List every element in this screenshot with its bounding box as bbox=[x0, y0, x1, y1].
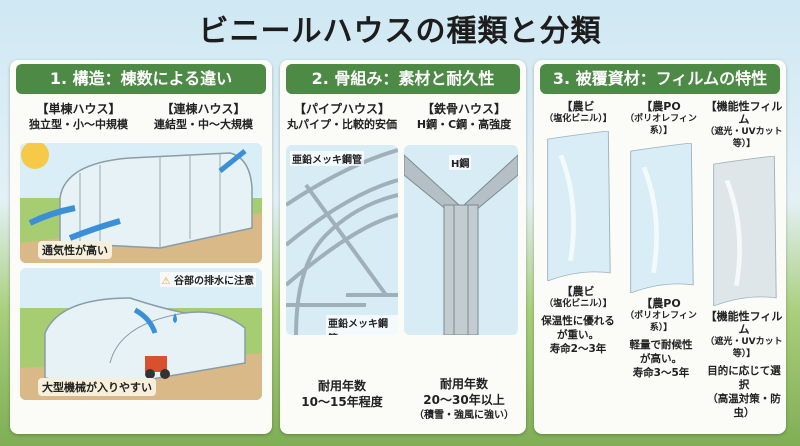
film-label-bottom: 【農ビ （塩化ビニル）】 bbox=[544, 285, 612, 310]
warning-triangle-icon: ⚠ bbox=[161, 276, 171, 287]
film-label: 【農PO （ポリオレフィン系）】 bbox=[620, 100, 702, 137]
single-house-name: 【単棟ハウス】 bbox=[36, 102, 121, 116]
pipe-house-desc: 丸パイプ・比較的安価 bbox=[287, 118, 397, 131]
panel-header: 3. 被覆資材：フィルムの特性 bbox=[540, 64, 780, 94]
lifespan-value: 10〜15年程度 bbox=[301, 395, 383, 409]
drainage-warning: ⚠ 谷部の排水に注意 bbox=[159, 272, 256, 287]
pipe-house-label: 【パイプハウス】 丸パイプ・比較的安価 bbox=[282, 102, 402, 132]
single-house-label: 【単棟ハウス】 独立型・小〜中規模 bbox=[16, 102, 141, 132]
film-name: 【機能性フィルム bbox=[705, 100, 783, 126]
pipe-frame-illustration: 亜鉛メッキ鋼管 亜鉛メッキ鋼管 bbox=[286, 145, 398, 335]
film-description: 軽量で耐候性が高い。寿命3〜5年 bbox=[630, 338, 693, 380]
steel-frame-illustration: H鋼 bbox=[404, 145, 518, 335]
film-description: 目的に応じて選択（高温対策・防虫） bbox=[703, 364, 785, 420]
page-title: ビニールハウスの種類と分類 bbox=[198, 14, 602, 49]
film-sheet-illustration bbox=[713, 156, 777, 306]
panel-header: 2. 骨組み：素材と耐久性 bbox=[286, 64, 520, 94]
steel-lifespan: 耐用年数 20〜30年以上 （積雪・強風に強い） bbox=[404, 376, 524, 424]
film-name: 【農PO bbox=[641, 100, 681, 113]
film-desc-line: 寿命2〜3年 bbox=[549, 343, 607, 355]
film-label: 【機能性フィルム （遮光・UVカット等）】 bbox=[703, 100, 785, 150]
panel-structure: 1. 構造：棟数による違い 【単棟ハウス】 独立型・小〜中規模 【連棟ハウス】 … bbox=[10, 60, 272, 434]
film-sheet-illustration bbox=[547, 131, 611, 281]
panel-header: 1. 構造：棟数による違い bbox=[16, 64, 266, 94]
pipe-label-top: 亜鉛メッキ鋼管 bbox=[290, 151, 364, 166]
lifespan-value: 20〜30年以上 bbox=[423, 393, 505, 407]
single-house-desc: 独立型・小〜中規模 bbox=[29, 118, 128, 131]
pipe-lifespan: 耐用年数 10〜15年程度 bbox=[282, 378, 402, 410]
panel-frame: 2. 骨組み：素材と耐久性 【パイプハウス】 丸パイプ・比較的安価 【鉄骨ハウス… bbox=[280, 60, 526, 434]
panel-covering: 3. 被覆資材：フィルムの特性 【農ビ （塩化ビニル）】 【農ビ （塩化ビニル）… bbox=[534, 60, 786, 434]
film-sub: （ポリオレフィン系）】 bbox=[625, 311, 697, 333]
film-name: 【農ビ bbox=[561, 100, 595, 113]
lifespan-title: 耐用年数 bbox=[317, 379, 366, 393]
single-house-caption: 通気性が高い bbox=[38, 241, 112, 259]
steel-house-name: 【鉄骨ハウス】 bbox=[421, 102, 506, 116]
multi-house-desc: 連結型・中〜大規模 bbox=[154, 118, 253, 131]
pipe-label-bottom: 亜鉛メッキ鋼管 bbox=[326, 315, 398, 335]
film-name: 【農ビ bbox=[561, 285, 595, 298]
film-desc-line: が高い。 bbox=[640, 353, 682, 365]
film-sub: （塩化ビニル）】 bbox=[544, 114, 612, 124]
film-label-bottom: 【農PO （ポリオレフィン系）】 bbox=[620, 297, 702, 334]
multi-house-label: 【連棟ハウス】 連結型・中〜大規模 bbox=[141, 102, 266, 132]
film-sheet-illustration bbox=[630, 143, 694, 293]
film-desc-line: （高温対策・防虫） bbox=[707, 393, 781, 419]
film-desc-line: 寿命3〜5年 bbox=[632, 367, 690, 379]
film-desc-line: 目的に応じて選択 bbox=[707, 365, 781, 391]
film-desc-line: 保温性に優れる bbox=[541, 315, 615, 327]
lifespan-title: 耐用年数 bbox=[439, 377, 488, 391]
steel-house-label: 【鉄骨ハウス】 H鋼・C鋼・高強度 bbox=[404, 102, 524, 132]
steel-house-desc: H鋼・C鋼・高強度 bbox=[416, 118, 512, 131]
film-description: 保温性に優れるが重い。寿命2〜3年 bbox=[541, 314, 615, 356]
multi-house-illustration: ⚠ 谷部の排水に注意 大型機械が入りやすい bbox=[20, 268, 262, 400]
film-column: 【農ビ （塩化ビニル）】 【農ビ （塩化ビニル）】 保温性に優れるが重い。寿命2… bbox=[537, 100, 619, 356]
film-name: 【農PO bbox=[641, 297, 681, 310]
film-label-bottom: 【機能性フィルム （遮光・UVカット等）】 bbox=[703, 310, 785, 360]
film-desc-line: 軽量で耐候性 bbox=[629, 339, 693, 351]
film-sub: （塩化ビニル）】 bbox=[544, 299, 612, 309]
film-name: 【機能性フィルム bbox=[705, 310, 783, 336]
lifespan-note: （積雪・強風に強い） bbox=[414, 410, 514, 421]
h-steel-label: H鋼 bbox=[449, 155, 472, 170]
film-column: 【農PO （ポリオレフィン系）】 【農PO （ポリオレフィン系）】 軽量で耐候性… bbox=[620, 100, 702, 380]
film-desc-line: が重い。 bbox=[557, 329, 599, 341]
film-sub: （ポリオレフィン系）】 bbox=[625, 114, 697, 136]
multi-house-caption: 大型機械が入りやすい bbox=[38, 378, 156, 396]
film-column: 【機能性フィルム （遮光・UVカット等）】 【機能性フィルム （遮光・UVカット… bbox=[703, 100, 785, 420]
film-sub: （遮光・UVカット等）】 bbox=[705, 127, 783, 149]
single-house-illustration: 通気性が高い bbox=[20, 143, 262, 263]
film-sub: （遮光・UVカット等）】 bbox=[705, 337, 783, 359]
film-label: 【農ビ （塩化ビニル）】 bbox=[544, 100, 612, 125]
pipe-house-name: 【パイプハウス】 bbox=[293, 102, 390, 116]
warning-text: 谷部の排水に注意 bbox=[174, 276, 254, 287]
multi-house-name: 【連棟ハウス】 bbox=[161, 102, 246, 116]
